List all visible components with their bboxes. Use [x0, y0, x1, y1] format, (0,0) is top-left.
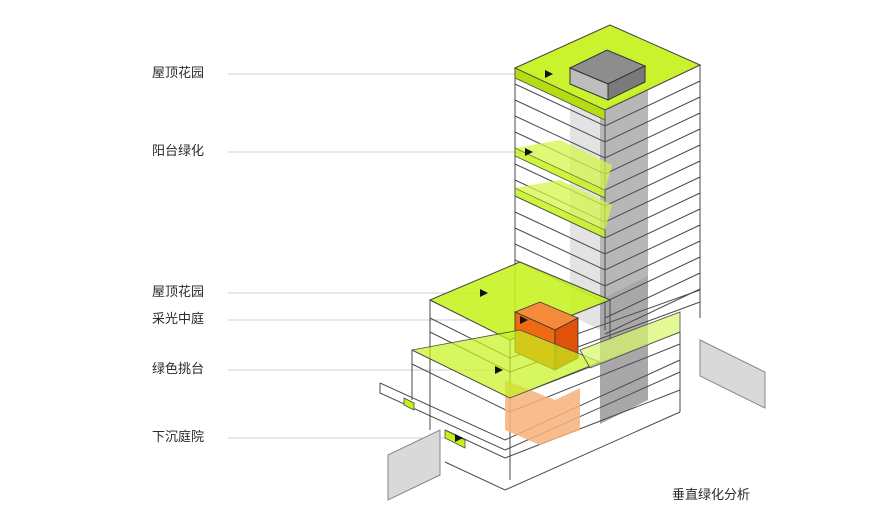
arrow-balcony — [525, 148, 533, 156]
balcony-green-1-top — [515, 140, 612, 190]
roof-garden-top-edge — [514, 67, 606, 121]
label-green-terrace: 绿色挑台 — [152, 362, 205, 377]
label-daylight-atrium: 采光中庭 — [152, 312, 205, 327]
podium-roof-garden — [428, 261, 612, 341]
leader-lines — [228, 73, 545, 439]
label-balcony-greening: 阳台绿化 — [152, 144, 205, 159]
arrow-roof-garden-top — [545, 70, 553, 78]
arrow-green-terrace — [495, 366, 503, 374]
leader-arrows — [455, 70, 553, 442]
arrow-atrium — [520, 316, 528, 324]
diagram-caption: 垂直绿化分析 — [672, 488, 751, 503]
ground-panel-right — [699, 339, 766, 409]
arrow-sunken-court — [455, 434, 463, 442]
green-terrace-right — [579, 311, 681, 369]
sunken-court-small — [403, 397, 415, 411]
label-roof-garden-podium: 屋顶花园 — [152, 285, 205, 300]
balcony-green-2-top — [515, 180, 612, 230]
label-roof-garden-top: 屋顶花园 — [152, 66, 205, 81]
ground-panel-left — [387, 429, 441, 501]
atrium-lower-glow — [505, 380, 580, 445]
arrow-roof-garden-podium — [480, 289, 488, 297]
label-sunken-courtyard: 下沉庭院 — [152, 430, 205, 445]
roof-box-right — [607, 65, 646, 101]
